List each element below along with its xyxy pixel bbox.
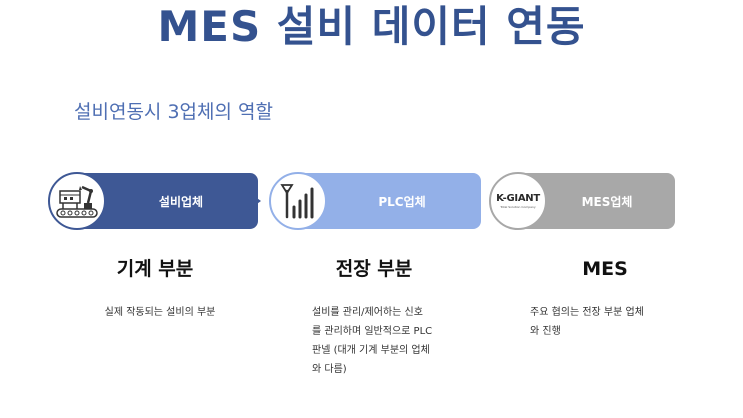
- k-giant-logo: K-GIANT Total Solution Company: [496, 193, 540, 210]
- step-icon-circle-mes: K-GIANT Total Solution Company: [489, 172, 547, 230]
- step-label-plc: PLC업체: [378, 194, 426, 209]
- description-line: 를 관리하며 일반적으로 PLC: [312, 326, 433, 337]
- heading-electrical: 전장 부분: [335, 258, 413, 280]
- step-equipment-vendor: 설비업체: [48, 172, 263, 230]
- description-line: 설비를 관리/제어하는 신호: [312, 307, 423, 318]
- step-label-mes: MES업체: [581, 194, 633, 209]
- description-line: 판넬 (대개 기계 부분의 업체: [312, 345, 430, 356]
- description-mechanical: 실제 작동되는 설비의 부분: [0, 303, 320, 322]
- logo-subtext: Total Solution Company: [500, 204, 536, 209]
- description-line: 와 다름): [312, 364, 347, 375]
- step-icon-circle-equipment: [48, 172, 106, 230]
- step-label-equipment: 설비업체: [158, 194, 204, 209]
- arrow-right-icon: [452, 181, 480, 221]
- description-line: 주요 협의는 전장 부분 업체: [530, 307, 644, 318]
- page-title: MES 설비 데이터 연동: [157, 2, 586, 51]
- description-line: 와 진행: [530, 326, 561, 337]
- signal-antenna-icon: [280, 184, 314, 219]
- heading-mes: MES: [582, 258, 628, 280]
- description-electrical: 설비를 관리/제어하는 신호 를 관리하며 일반적으로 PLC 판넬 (대개 기…: [312, 303, 454, 379]
- step-mes-vendor: MES업체 K-GIANT Total Solution Company: [489, 172, 679, 230]
- heading-mechanical: 기계 부분: [116, 258, 194, 280]
- factory-machine-icon: [56, 185, 98, 218]
- description-line: 실제 작동되는 설비의 부분: [104, 307, 216, 318]
- page-subtitle: 설비연동시 3업체의 역할: [74, 101, 273, 123]
- arrow-right-icon: [233, 181, 261, 221]
- logo-text: K-GIANT: [496, 192, 540, 204]
- step-plc-vendor: PLC업체: [269, 172, 484, 230]
- description-mes: 주요 협의는 전장 부분 업체 와 진행: [530, 303, 668, 341]
- step-icon-circle-plc: [269, 172, 327, 230]
